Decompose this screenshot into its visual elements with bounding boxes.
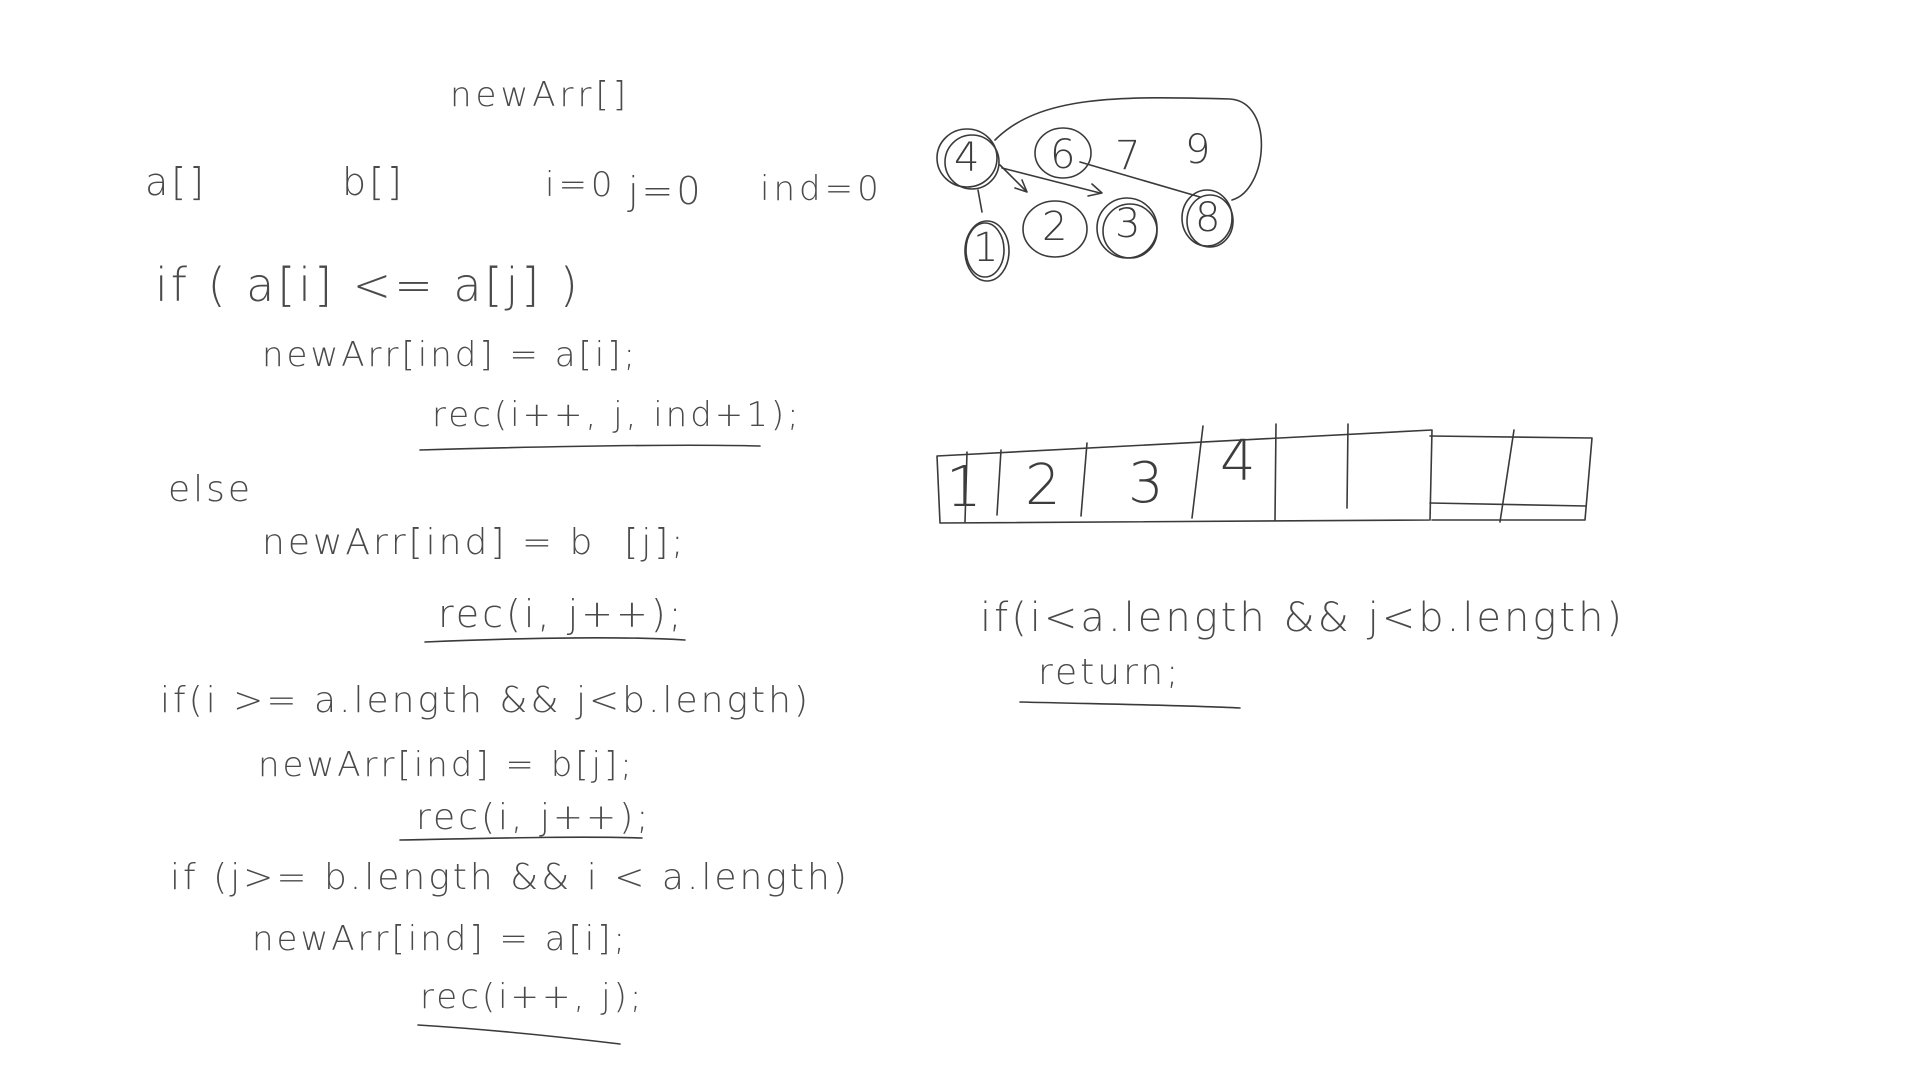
i-init: i=0 [545, 165, 617, 205]
node-label: 1 [973, 225, 999, 271]
if-compare-assign: newArr[ind] = a[i]; [262, 335, 638, 375]
a-decl: a[] [145, 160, 207, 204]
node-circles [936, 127, 1234, 282]
b-decl: b[] [342, 160, 405, 204]
base-case-return: return; [1038, 652, 1182, 693]
node-label: 6 [1050, 132, 1076, 178]
else-keyword: else [168, 469, 254, 510]
if-b-exhausted: if (j>= b.length && i < a.length) [170, 857, 850, 898]
if-compare-rec: rec(i++, j, ind+1); [432, 395, 802, 435]
if-a-exhausted-assign: newArr[ind] = b[j]; [258, 745, 635, 785]
else-assign: newArr[ind] = b [j]; [262, 522, 687, 563]
underline-else-rec [424, 637, 686, 643]
node-label: 3 [1115, 201, 1141, 247]
node-label: 8 [1195, 195, 1221, 241]
if-b-exhausted-rec: rec(i++, j); [420, 977, 645, 1017]
array-cell: 2 [1025, 453, 1061, 518]
underline-if2-rec [399, 836, 643, 841]
if-a-exhausted: if(i >= a.length && j<b.length) [160, 680, 811, 721]
node-edges [977, 97, 1263, 213]
node-label: 4 [954, 135, 980, 181]
array-cell: 4 [1220, 429, 1256, 494]
node-label: 9 [1185, 127, 1211, 173]
underline-if-rec [419, 444, 761, 451]
array-cell: 1 [946, 455, 982, 520]
if-compare: if ( a[i] <= a[j] ) [155, 258, 581, 312]
if-a-exhausted-rec: rec(i, j++); [416, 797, 652, 838]
j-init: j=0 [628, 169, 704, 213]
node-label: 7 [1115, 133, 1141, 179]
node-label: 2 [1042, 204, 1068, 250]
ind-init: ind=0 [760, 169, 883, 209]
array-cell: 3 [1128, 451, 1164, 516]
new-arr-label: newArr[] [450, 75, 631, 115]
base-case-condition: if(i<a.length && j<b.length) [980, 595, 1626, 641]
else-rec: rec(i, j++); [438, 592, 685, 636]
underline-if3-rec [417, 1024, 621, 1045]
underline-return [1019, 701, 1241, 709]
array-outline [936, 423, 1593, 524]
if-b-exhausted-assign: newArr[ind] = a[i]; [252, 919, 628, 959]
